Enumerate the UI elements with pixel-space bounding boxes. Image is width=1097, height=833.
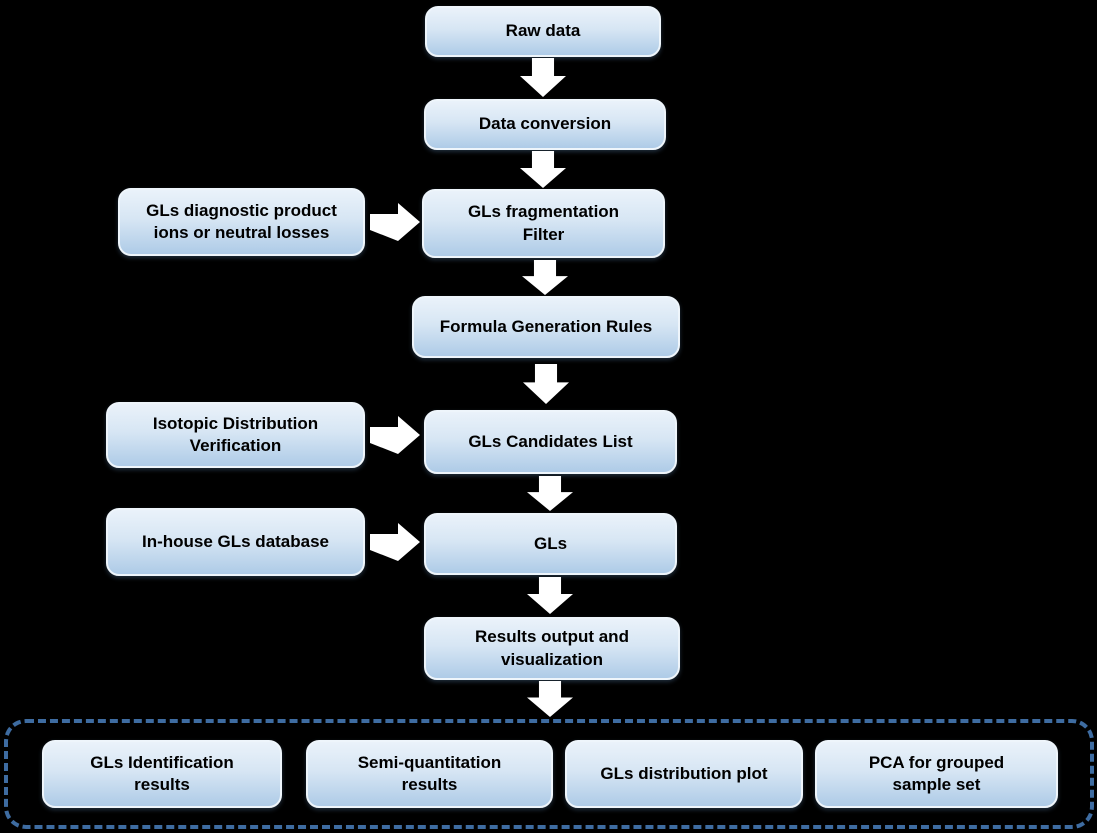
output-gls-distribution-plot: GLs distribution plot [565,740,803,808]
node-gls-fragmentation-filter: GLs fragmentation Filter [422,189,665,258]
node-formula-generation-rules: Formula Generation Rules [412,296,680,358]
node-label: GLs Identification results [90,752,234,794]
down-arrow-icon [523,364,569,404]
node-label: GLs Candidates List [468,431,633,451]
node-gls-candidates-list: GLs Candidates List [424,410,677,474]
node-label: Results output and visualization [475,627,629,669]
right-arrow-icon [370,416,420,454]
outputs-group-border [4,719,1094,829]
down-arrow-icon [520,58,566,97]
down-arrow-icon [527,681,573,717]
node-label: GLs fragmentation Filter [467,202,620,244]
input-inhouse-gls-database: In-house GLs database [106,508,365,576]
node-label: Semi-quantitation results [357,752,502,794]
input-isotopic-distribution-verification: Isotopic Distribution Verification [106,402,365,468]
node-label: Isotopic Distribution Verification [152,413,319,455]
node-results-output-visualization: Results output and visualization [424,617,680,680]
node-label: GLs [533,533,568,553]
node-label: GLs diagnostic product ions or neutral l… [146,200,337,242]
node-gls: GLs [424,513,677,575]
node-raw-data: Raw data [425,6,661,57]
node-label: Data conversion [478,114,612,134]
output-gls-identification-results: GLs Identification results [42,740,282,808]
input-gls-diagnostic-product-ions: GLs diagnostic product ions or neutral l… [118,188,365,256]
node-label: In-house GLs database [141,531,330,551]
node-label: Formula Generation Rules [439,316,653,336]
node-label: GLs distribution plot [600,763,768,783]
node-label: Raw data [505,21,581,41]
node-data-conversion: Data conversion [424,99,666,150]
output-semi-quantitation-results: Semi-quantitation results [306,740,553,808]
down-arrow-icon [527,476,573,511]
right-arrow-icon [370,203,420,241]
node-label: PCA for grouped sample set [868,752,1005,794]
down-arrow-icon [520,151,566,188]
output-pca-grouped-sample-set: PCA for grouped sample set [815,740,1058,808]
down-arrow-icon [522,260,568,295]
down-arrow-icon [527,577,573,614]
right-arrow-icon [370,523,420,561]
